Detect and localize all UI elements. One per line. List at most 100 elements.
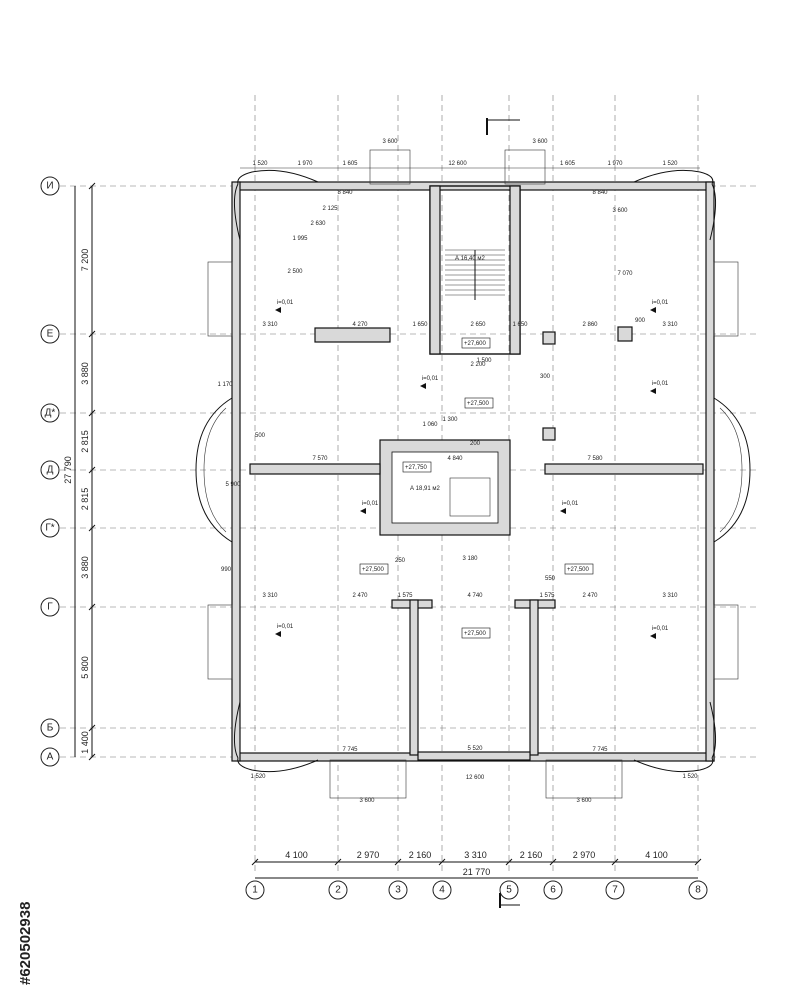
slope-arrow-icon — [560, 508, 566, 514]
t-wall-left-stem — [409, 599, 419, 756]
top-dim: 1 520 — [252, 161, 268, 167]
inner-dim-misc: 3 600 — [612, 208, 628, 214]
side-bays — [195, 261, 751, 680]
bottom-dim: 2 160 — [409, 850, 432, 860]
stair-wall-left — [429, 185, 441, 355]
top-balcony-dim: 3 600 — [382, 139, 398, 145]
stair-wall-right — [509, 185, 521, 355]
inner-dim-misc: 1 060 — [422, 422, 438, 428]
axis-bubble-y — [40, 597, 60, 617]
corner-bays — [234, 169, 716, 773]
bottom-dim: 2 160 — [520, 850, 543, 860]
bottom-row-dim: 1 520 — [682, 774, 698, 780]
slope-label: i=0,01 — [362, 501, 379, 507]
interior-walls-d — [249, 463, 704, 475]
inner-dim-row-e: 1 650 — [412, 322, 428, 328]
inner-dim-misc: 5 900 — [225, 482, 241, 488]
balcony-east-top — [713, 261, 739, 337]
balcony-bottom-left — [329, 759, 407, 799]
slope-label: i=0,01 — [562, 501, 579, 507]
column-a — [542, 331, 556, 345]
bay-nw — [237, 169, 319, 185]
axis-label-x: 2 — [335, 885, 341, 896]
axis-bubble-x — [688, 880, 708, 900]
slope-arrow-icon — [650, 388, 656, 394]
slope-label: i=0,01 — [277, 300, 294, 306]
level-main-left: +27,500 — [362, 567, 385, 573]
inner-dim-row-d: 7 580 — [587, 456, 603, 462]
columns — [314, 326, 633, 441]
west-wall — [231, 181, 241, 762]
inner-dim-misc: 990 — [221, 567, 232, 573]
bay-east — [713, 397, 751, 543]
slope-arrow-icon — [275, 631, 281, 637]
inner-dim-misc: 2 630 — [310, 221, 326, 227]
slope-label: i=0,01 — [652, 300, 669, 306]
bay-se-side — [709, 701, 716, 759]
level-box-stair — [461, 337, 491, 349]
bay-sw — [237, 757, 319, 773]
axis-label-x: 3 — [395, 885, 401, 896]
inner-dim-row-e: 2 860 — [582, 322, 598, 328]
top-dim: 1 520 — [662, 161, 678, 167]
balcony-east-bottom — [713, 604, 739, 680]
axis-label-y: Б — [47, 723, 54, 734]
stock-id-watermark: #620502938 — [17, 902, 34, 985]
inner-dim-misc: 1 170 — [217, 382, 233, 388]
axis-bubble-y — [40, 176, 60, 196]
left-dim: 2 815 — [80, 488, 90, 511]
bay-east-inner — [719, 407, 743, 533]
slope-label: i=0,01 — [277, 624, 294, 630]
axis-label-x: 8 — [695, 885, 701, 896]
axis-label-y: А — [47, 752, 54, 763]
bottom-row-dim: 7 745 — [592, 747, 608, 753]
bottom-dim: 4 100 — [645, 850, 668, 860]
top-dim: 12 600 — [448, 161, 467, 167]
slope-arrow-icon — [650, 307, 656, 313]
left-dim: 3 880 — [80, 556, 90, 579]
south-entry-wall — [417, 751, 531, 761]
stair-core — [429, 185, 521, 355]
level-stair: +27,600 — [464, 341, 487, 347]
inner-dim-row-d: 7 570 — [312, 456, 328, 462]
left-dim: 7 200 — [80, 249, 90, 272]
inner-dim-row-d: 4 840 — [447, 456, 463, 462]
left-dim: 3 880 — [80, 362, 90, 385]
bottom-inner-dim: 5 520 — [467, 746, 483, 752]
top-dim: 1 970 — [297, 161, 313, 167]
axis-label-y: Д* — [45, 408, 56, 419]
slope-label: i=0,01 — [652, 381, 669, 387]
inner-dim-misc: 1 500 — [476, 358, 492, 364]
inner-dim-misc: 200 — [470, 441, 481, 447]
slope-arrow-icon — [420, 383, 426, 389]
bay-ne-side — [709, 183, 716, 241]
left-dim: 5 800 — [80, 656, 90, 679]
bottom-dim: 3 310 — [464, 850, 487, 860]
top-wall-dim: 8 840 — [337, 190, 353, 196]
balconies — [329, 149, 623, 799]
balcony-top-left — [369, 149, 411, 185]
inner-dim-row-e: 3 310 — [262, 322, 278, 328]
inner-dim-misc: 7 070 — [617, 271, 633, 277]
bay-nw-side — [234, 183, 241, 241]
axis-bubble-x — [245, 880, 265, 900]
inner-dim-row-g: 1 575 — [539, 593, 555, 599]
beam-west — [314, 327, 391, 343]
lift-core — [379, 439, 511, 536]
interior-walls-south — [391, 599, 556, 761]
bay-se — [633, 757, 714, 773]
level-main-right: +27,500 — [567, 567, 590, 573]
top-dim: 1 605 — [342, 161, 358, 167]
axis-bubble-y — [40, 518, 60, 538]
axis-label-x: 5 — [506, 885, 512, 896]
balcony-bottom-right — [545, 759, 623, 799]
inner-dim-row-g: 4 740 — [467, 593, 483, 599]
axis-bubble-x — [543, 880, 563, 900]
balcony-top-right — [504, 149, 546, 185]
inner-dim-misc: 3 180 — [462, 556, 478, 562]
inner-dim-misc: 1 300 — [442, 417, 458, 423]
axis-bubble-x — [605, 880, 625, 900]
stair-area-label: А 16,40 м2 — [455, 256, 485, 262]
